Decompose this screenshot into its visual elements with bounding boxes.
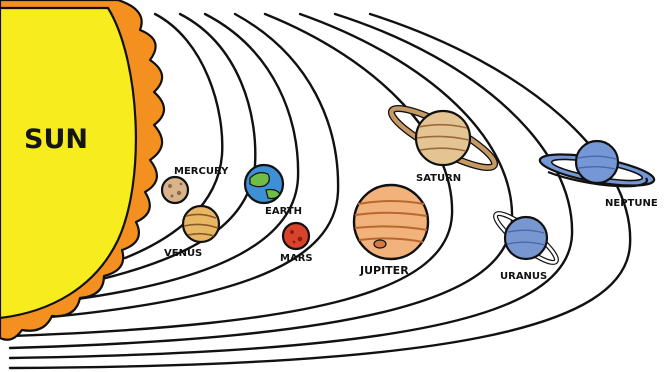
planet-label-earth: EARTH (265, 206, 302, 217)
sun-label: SUN (24, 124, 88, 155)
planet-label-saturn: SATURN (416, 173, 461, 184)
planet-label-mars: MARS (280, 253, 313, 264)
planet-mars: MARS (280, 223, 313, 264)
planet-label-mercury: MERCURY (174, 166, 229, 177)
planet-label-uranus: URANUS (500, 271, 547, 282)
planet-label-jupiter: JUPITER (359, 264, 409, 277)
planet-label-neptune: NEPTUNE (605, 198, 658, 209)
planet-label-venus: VENUS (164, 248, 202, 259)
